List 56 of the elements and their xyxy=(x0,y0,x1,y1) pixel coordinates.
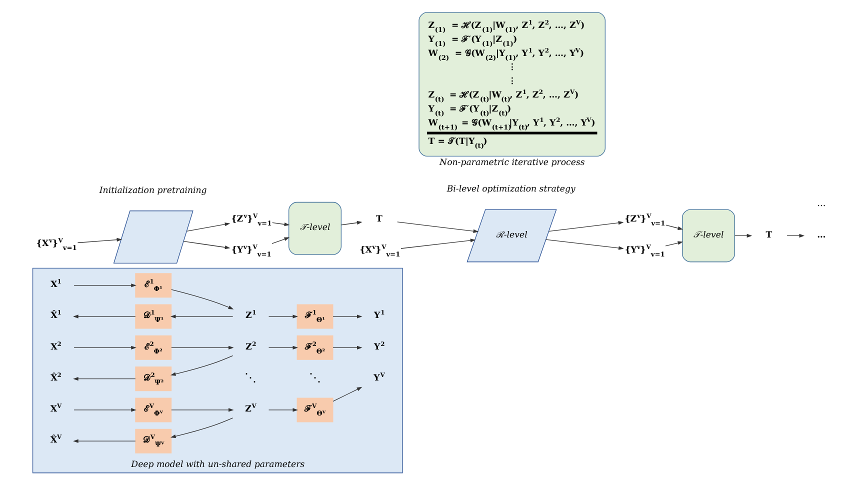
arrow xyxy=(268,346,298,350)
arrow xyxy=(170,355,234,376)
arrow xyxy=(171,346,234,350)
arrow xyxy=(171,408,234,412)
arrow xyxy=(170,418,234,438)
arrow xyxy=(340,220,362,226)
node-text: X̂$^{2}$ xyxy=(50,372,62,384)
arrow xyxy=(734,234,752,238)
arrow xyxy=(332,386,362,402)
arrow xyxy=(73,376,136,381)
arrow xyxy=(272,222,290,226)
label: … xyxy=(817,199,826,210)
node-text: X$^{1}$ xyxy=(50,278,62,290)
node-text: X$^{V}$ xyxy=(50,403,62,415)
arrow xyxy=(332,314,362,318)
arrow xyxy=(786,234,805,238)
arrow xyxy=(665,241,684,246)
arrow xyxy=(397,222,479,233)
arrow xyxy=(74,284,136,288)
label: Bi-level optimization strategy xyxy=(446,184,576,195)
node-text: … xyxy=(817,230,826,240)
arrow xyxy=(74,408,136,412)
arrow xyxy=(400,238,476,249)
arrow xyxy=(548,221,624,232)
arrow xyxy=(171,289,234,310)
node-text: Z$^{1}$ xyxy=(245,310,256,322)
arrow xyxy=(332,346,362,350)
node-text: Y$^{1}$ xyxy=(374,310,385,322)
label: ⋱ xyxy=(309,370,322,385)
node-text: T xyxy=(766,230,772,240)
node-label: Non-parametric iterative process xyxy=(440,158,585,168)
label: Initialization pretraining xyxy=(99,186,207,196)
node-parallelogram xyxy=(113,210,194,264)
label: ⋱ xyxy=(244,370,257,385)
node-box: 𝒯-level xyxy=(682,209,735,262)
node-text: Y$^{2}$ xyxy=(374,340,385,352)
arrow xyxy=(272,237,290,244)
node-text: Z$^{V}$ xyxy=(245,403,256,415)
node-text: X̂$^{1}$ xyxy=(50,310,62,322)
arrow xyxy=(74,346,136,350)
arrow xyxy=(268,314,298,318)
arrow xyxy=(77,238,122,244)
arrow xyxy=(666,224,684,230)
arrow xyxy=(73,439,136,443)
node-text: Z$^{2}$ xyxy=(245,340,256,352)
arrow xyxy=(73,314,136,318)
node-box: 𝒯-level xyxy=(288,202,342,255)
node-text: X̂$^{V}$ xyxy=(50,434,62,446)
arrow xyxy=(546,239,624,250)
node-text: Y$^{V}$ xyxy=(374,372,385,384)
node-text: T xyxy=(376,214,382,224)
node-text: X$^{2}$ xyxy=(50,340,62,352)
arrow xyxy=(186,222,230,232)
arrow xyxy=(183,241,230,250)
arrow xyxy=(268,408,298,412)
arrow xyxy=(170,314,234,318)
